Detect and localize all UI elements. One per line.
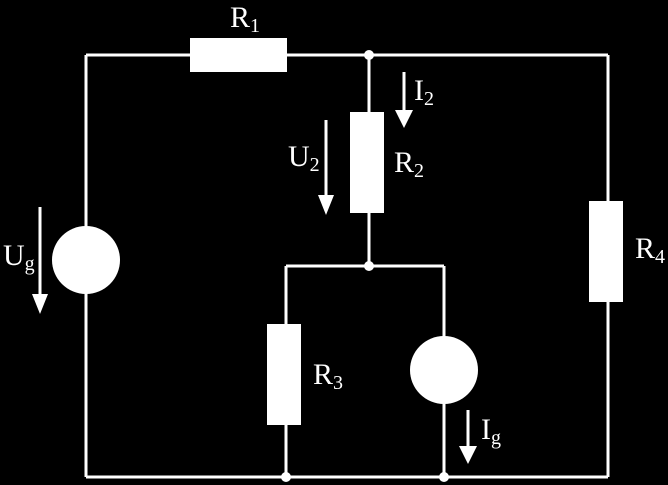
label-r4: R4 [635, 232, 665, 268]
junction-node-top [364, 50, 374, 60]
label-r2: R2 [394, 146, 424, 182]
resistor-r3 [267, 324, 301, 425]
resistor-r4 [589, 201, 623, 302]
resistor-r1 [190, 38, 287, 72]
label-u2: U2 [288, 140, 320, 176]
label-r1: R1 [230, 1, 260, 37]
arrow-u2 [318, 120, 334, 215]
label-r3: R3 [313, 358, 343, 394]
junction-node-middle [364, 261, 374, 271]
resistor-r2 [350, 112, 384, 213]
arrow-ig [459, 410, 477, 464]
current-source-ig [410, 336, 478, 404]
junction-node-bottom-left [281, 472, 291, 482]
label-ug: Ug [3, 239, 35, 275]
arrow-ug [32, 207, 48, 314]
arrow-i2 [395, 72, 413, 128]
label-ig: Ig [481, 413, 501, 449]
label-i2: I2 [414, 74, 434, 110]
junction-node-bottom-right [439, 472, 449, 482]
voltage-source-ug [52, 226, 120, 294]
